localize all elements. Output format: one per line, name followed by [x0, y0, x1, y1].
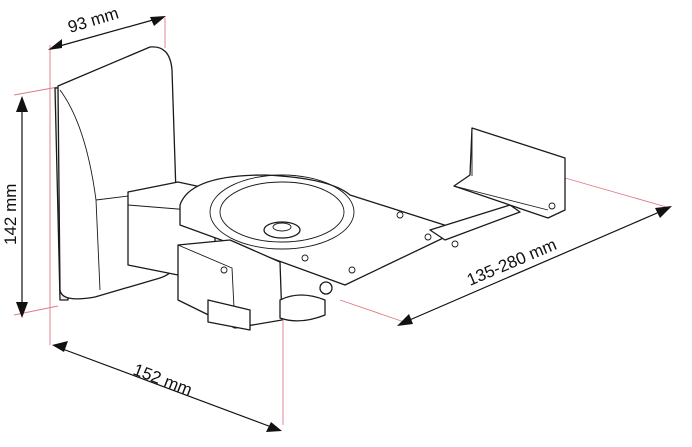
bracket-body — [54, 46, 566, 331]
dimension-depth: 152 mm — [52, 341, 282, 432]
slide-rail — [429, 204, 521, 241]
dimension-label-depth: 152 mm — [131, 360, 195, 400]
dimension-height: 142 mm — [1, 96, 28, 318]
adjust-knob — [279, 294, 326, 322]
clamp-block — [177, 239, 283, 329]
dimension-label-extension: 135-280 mm — [464, 235, 559, 290]
speaker-hook — [453, 127, 566, 219]
dimension-label-height: 142 mm — [1, 184, 20, 245]
dimension-width: 93 mm — [48, 3, 166, 50]
extension-lines — [13, 18, 671, 425]
